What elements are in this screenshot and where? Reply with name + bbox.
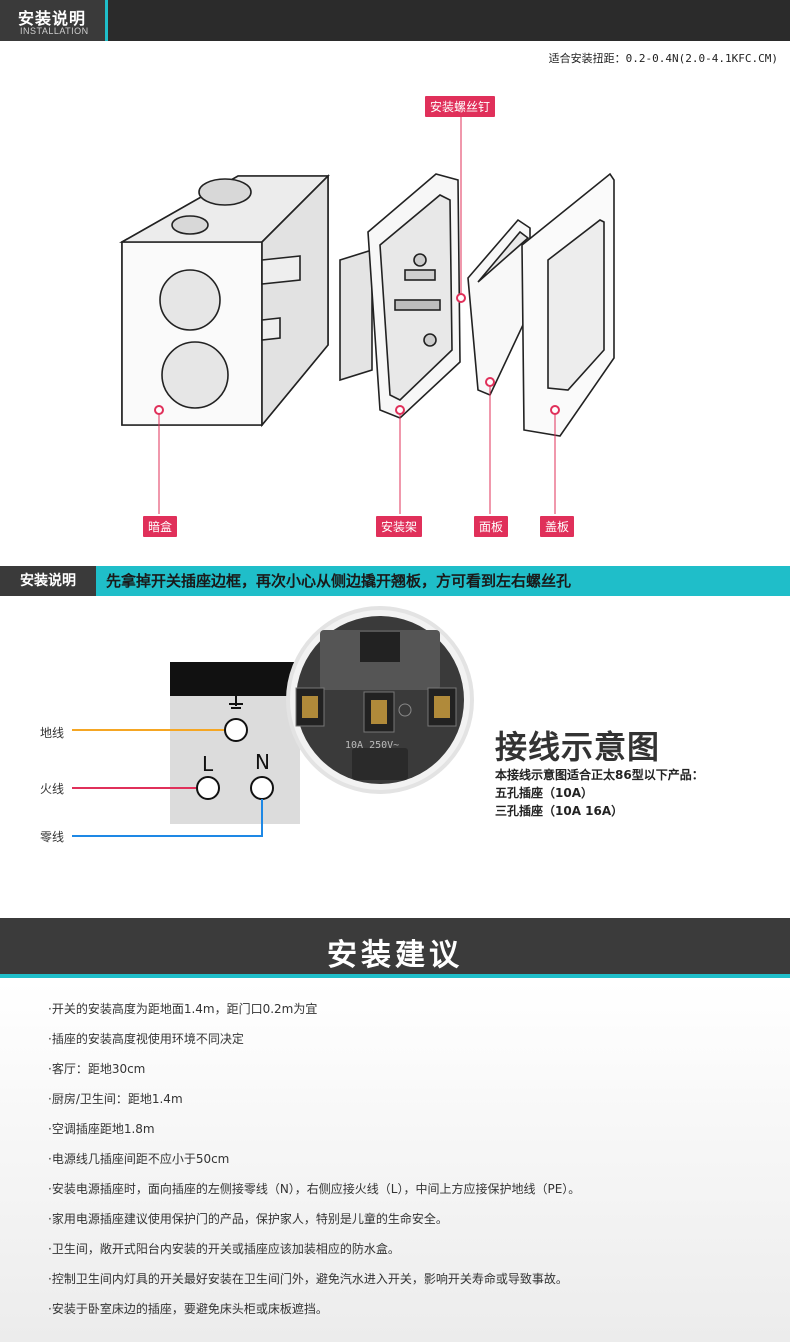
wiring-desc-line-2: 五孔插座（10A） bbox=[495, 786, 593, 800]
wiring-diagram: 地线 火线 零线 L N 10A 250V~ 接线示意图 本接线示意图适合正太8… bbox=[0, 600, 790, 900]
callout-leaders bbox=[158, 112, 556, 514]
advice-item: ·家用电源插座建议使用保护门的产品，保护家人，特别是儿童的生命安全。 bbox=[48, 1212, 448, 1226]
label-neutral: 零线 bbox=[40, 830, 65, 844]
instruction-band: 安装说明 先拿掉开关插座边框，再次小心从侧边撬开翘板，方可看到左右螺丝孔 bbox=[0, 566, 790, 596]
advice-title: 安装建议 bbox=[327, 938, 463, 973]
earth-symbol-icon bbox=[229, 696, 243, 709]
label-earth: 地线 bbox=[40, 726, 65, 740]
advice-item: ·插座的安装高度视使用环境不同决定 bbox=[48, 1032, 244, 1046]
cover-plate-illustration bbox=[521, 172, 615, 437]
advice-item: ·电源线几插座间距不应小于50cm bbox=[48, 1152, 230, 1166]
advice-header: 安装建议 bbox=[0, 918, 790, 978]
band-text: 先拿掉开关插座边框，再次小心从侧边撬开翘板，方可看到左右螺丝孔 bbox=[106, 572, 572, 590]
letter-l: L bbox=[202, 752, 214, 776]
photo-rating-text: 10A 250V~ bbox=[345, 740, 400, 751]
advice-item: ·控制卫生间内灯具的开关最好安装在卫生间门外，避免汽水进入开关，影响开关寿命或导… bbox=[48, 1272, 568, 1286]
advice-item: ·安装电源插座时，面向插座的左侧接零线（N），右侧应接火线（L），中间上方应接保… bbox=[48, 1182, 581, 1196]
mounting-frame-illustration bbox=[339, 173, 461, 419]
callout-panel: 面板 bbox=[474, 516, 509, 537]
neutral-wire bbox=[72, 799, 263, 837]
socket-face bbox=[170, 696, 300, 824]
callout-screw: 安装螺丝钉 bbox=[425, 96, 496, 117]
wiring-art bbox=[72, 606, 474, 837]
live-pin-hole bbox=[196, 776, 220, 800]
header-tag: 安装说明 INSTALLATION bbox=[0, 0, 108, 41]
wiring-desc-line-1: 本接线示意图适合正太86型以下产品： bbox=[495, 768, 704, 782]
callout-dots bbox=[154, 293, 560, 415]
neutral-pin-hole bbox=[250, 776, 274, 800]
advice-item: ·安装于卧室床边的插座，要避免床头柜或床板遮挡。 bbox=[48, 1302, 328, 1316]
advice-item: ·开关的安装高度为距地面1.4m，距门口0.2m为宜 bbox=[48, 1002, 318, 1016]
header-title: 安装说明 bbox=[18, 9, 87, 28]
callout-mounting-frame: 安装架 bbox=[376, 516, 423, 537]
letter-n: N bbox=[255, 750, 270, 774]
advice-item: ·卫生间，敞开式阳台内安装的开关或插座应该加装相应的防水盒。 bbox=[48, 1242, 400, 1256]
torque-spec: 适合安装扭距：0.2-0.4N(2.0-4.1KFC.CM) bbox=[548, 52, 778, 65]
callout-cover: 盖板 bbox=[540, 516, 575, 537]
terminal-photo bbox=[286, 606, 474, 794]
advice-item: ·空调插座距地1.8m bbox=[48, 1122, 155, 1136]
advice-list-area: ·开关的安装高度为距地面1.4m，距门口0.2m为宜 ·插座的安装高度视使用环境… bbox=[0, 982, 790, 1342]
back-box-illustration bbox=[118, 174, 330, 428]
section-header-installation: 安装说明 INSTALLATION bbox=[0, 0, 790, 41]
panel-illustration bbox=[467, 218, 531, 397]
socket-top-bar bbox=[170, 662, 300, 696]
advice-item: ·客厅：距地30cm bbox=[48, 1062, 146, 1076]
exploded-diagram-art bbox=[118, 112, 615, 514]
band-tag: 安装说明 bbox=[0, 566, 96, 596]
advice-item: ·厨房/卫生间：距地1.4m bbox=[48, 1092, 183, 1106]
label-live: 火线 bbox=[40, 782, 65, 796]
callout-back-box: 暗盒 bbox=[143, 516, 178, 537]
header-subtitle: INSTALLATION bbox=[20, 26, 89, 36]
exploded-diagram: 安装螺丝钉 暗盒 安装架 面板 盖板 bbox=[0, 70, 790, 550]
wiring-desc-line-3: 三孔插座（10A 16A） bbox=[495, 804, 624, 818]
advice-list: ·开关的安装高度为距地面1.4m，距门口0.2m为宜 ·插座的安装高度视使用环境… bbox=[48, 998, 580, 1328]
wiring-title: 接线示意图 bbox=[495, 728, 661, 766]
earth-pin-hole bbox=[224, 718, 248, 742]
